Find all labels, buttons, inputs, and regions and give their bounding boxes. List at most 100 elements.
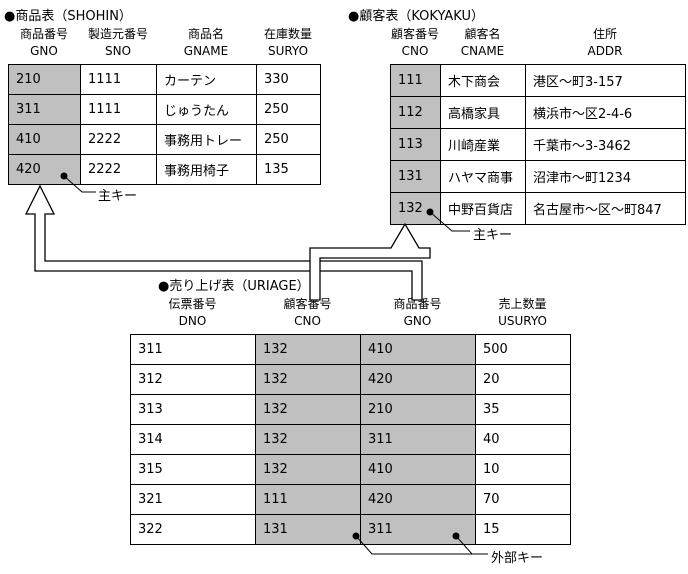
kokyaku-primary-key-label: 主キー	[473, 228, 513, 243]
kokyaku-cell-addr: 横浜市〜区2-4-6	[525, 96, 686, 129]
uriage-cell-gno: 311	[360, 424, 476, 455]
kokyaku-cell-addr: 港区〜町3-157	[525, 64, 686, 97]
kokyaku-cell-cname: 高橋家具	[440, 96, 526, 129]
uriage-cell-cno: 132	[255, 334, 361, 365]
uriage-cell-dno: 314	[130, 424, 256, 455]
kokyaku-cell-cno: 131	[390, 160, 441, 193]
kokyaku-cell-cno: 113	[390, 128, 441, 161]
kokyaku-cell-cname: 中野百貨店	[440, 192, 526, 225]
uriage-cell-cno: 132	[255, 454, 361, 485]
shohin-cell-gname: じゅうたん	[156, 94, 257, 125]
uriage-cell-cno: 132	[255, 394, 361, 425]
uriage-cell-dno: 312	[130, 364, 256, 395]
shohin-table-title: ●商品表（SHOHIN）	[4, 9, 132, 24]
uriage-cell-gno: 420	[360, 484, 476, 515]
uriage-cell-usuryo: 10	[475, 454, 571, 485]
uriage-cell-dno: 321	[130, 484, 256, 515]
shohin-cell-gname: 事務用トレー	[156, 124, 257, 155]
uriage-cell-usuryo: 20	[475, 364, 571, 395]
cno-foreign-key-connector-arrow	[309, 222, 431, 301]
uriage-cell-gno: 311	[360, 514, 476, 545]
kokyaku-cell-cno: 111	[390, 64, 441, 97]
uriage-cell-gno: 420	[360, 364, 476, 395]
kokyaku-cell-cname: 木下商会	[440, 64, 526, 97]
kokyaku-cell-cname: 川崎産業	[440, 128, 526, 161]
shohin-cell-gno: 210	[8, 64, 81, 95]
shohin-cell-sno: 1111	[80, 94, 157, 125]
kokyaku-cell-addr: 沼津市〜町1234	[525, 160, 686, 193]
kokyaku-cell-addr: 名古屋市〜区〜町847	[525, 192, 686, 225]
uriage-foreign-key-label: 外部キー	[491, 551, 544, 566]
shohin-cell-gname: カーテン	[156, 64, 257, 95]
shohin-cell-gno: 420	[8, 154, 81, 185]
uriage-cell-cno: 131	[255, 514, 361, 545]
kokyaku-table-title: ●顧客表（KOKYAKU）	[348, 9, 484, 24]
shohin-cell-gno: 311	[8, 94, 81, 125]
kokyaku-cell-cname: ハヤマ商事	[440, 160, 526, 193]
uriage-table-title: ●売り上げ表（URIAGE）	[158, 279, 310, 294]
shohin-cell-gname: 事務用椅子	[156, 154, 257, 185]
uriage-cell-gno: 410	[360, 334, 476, 365]
uriage-cell-cno: 132	[255, 364, 361, 395]
uriage-cell-cno: 111	[255, 484, 361, 515]
uriage-cell-gno: 210	[360, 394, 476, 425]
kokyaku-cell-cno: 112	[390, 96, 441, 129]
uriage-cell-dno: 311	[130, 334, 256, 365]
uriage-cell-dno: 313	[130, 394, 256, 425]
shohin-cell-sno: 1111	[80, 64, 157, 95]
uriage-cell-usuryo: 35	[475, 394, 571, 425]
uriage-cell-dno: 322	[130, 514, 256, 545]
uriage-cell-usuryo: 70	[475, 484, 571, 515]
shohin-cell-suryo: 250	[256, 94, 321, 125]
uriage-cell-usuryo: 500	[475, 334, 571, 365]
kokyaku-cell-cno: 132	[390, 192, 441, 225]
uriage-cell-usuryo: 15	[475, 514, 571, 545]
uriage-cell-usuryo: 40	[475, 424, 571, 455]
shohin-cell-sno: 2222	[80, 124, 157, 155]
shohin-cell-gno: 410	[8, 124, 81, 155]
shohin-cell-suryo: 135	[256, 154, 321, 185]
uriage-cell-cno: 132	[255, 424, 361, 455]
shohin-cell-suryo: 330	[256, 64, 321, 95]
uriage-cell-dno: 315	[130, 454, 256, 485]
shohin-cell-sno: 2222	[80, 154, 157, 185]
shohin-cell-suryo: 250	[256, 124, 321, 155]
uriage-cell-gno: 410	[360, 454, 476, 485]
shohin-primary-key-label: 主キー	[98, 189, 138, 204]
